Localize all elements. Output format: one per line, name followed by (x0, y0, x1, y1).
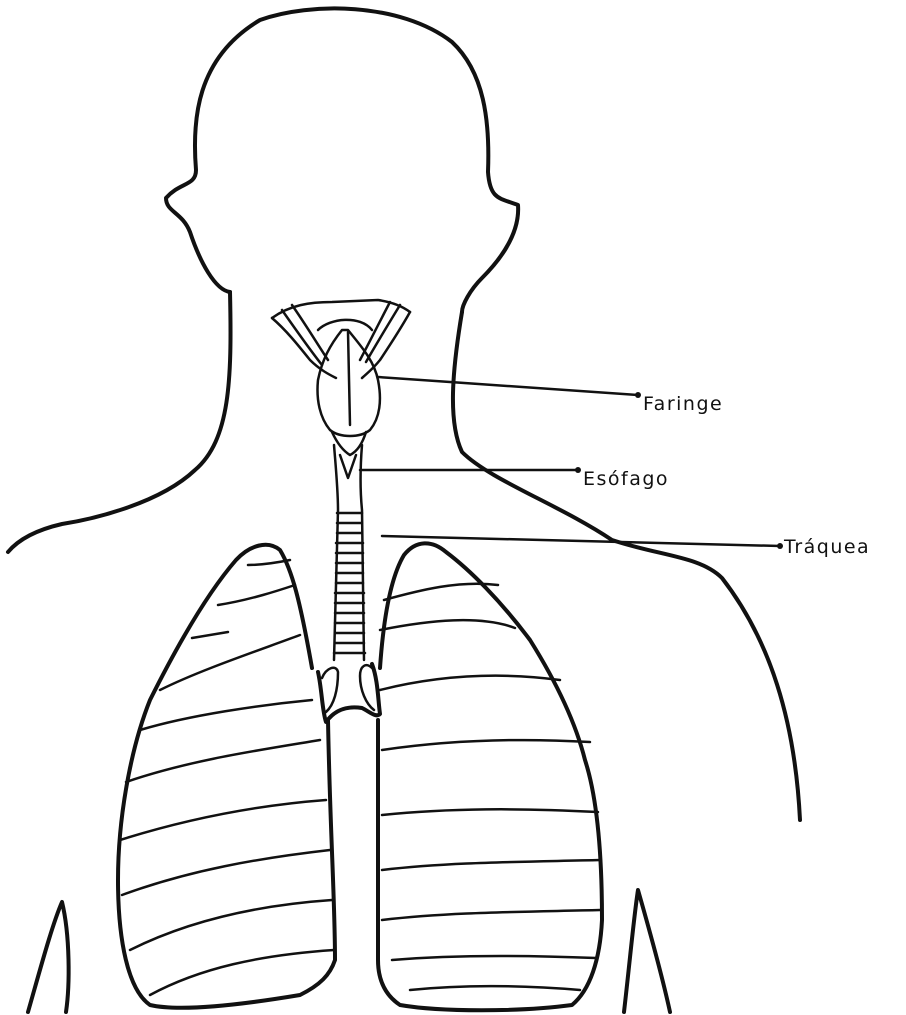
right-shoulder-outline (453, 312, 800, 820)
faringe-leader-dot (635, 392, 641, 398)
right-arm-outline (624, 890, 670, 1012)
head-outline (166, 8, 518, 312)
right-lung (378, 543, 602, 1010)
faringe-leader (378, 377, 638, 395)
traquea-label: Tráquea (784, 536, 870, 558)
esofago-leader-dot (575, 467, 581, 473)
left-lung-outline (118, 545, 335, 1008)
left-lung (118, 545, 335, 1008)
trachea (318, 445, 380, 722)
left-arm-outline (28, 902, 69, 1012)
left-shoulder-outline (8, 292, 231, 552)
body-outline (8, 8, 800, 1012)
esofago-label: Esófago (583, 468, 669, 490)
faringe-label: Faringe (643, 393, 723, 415)
traquea-leader-dot (777, 543, 783, 549)
right-lung-outline (378, 543, 602, 1010)
traquea-leader (382, 536, 780, 546)
